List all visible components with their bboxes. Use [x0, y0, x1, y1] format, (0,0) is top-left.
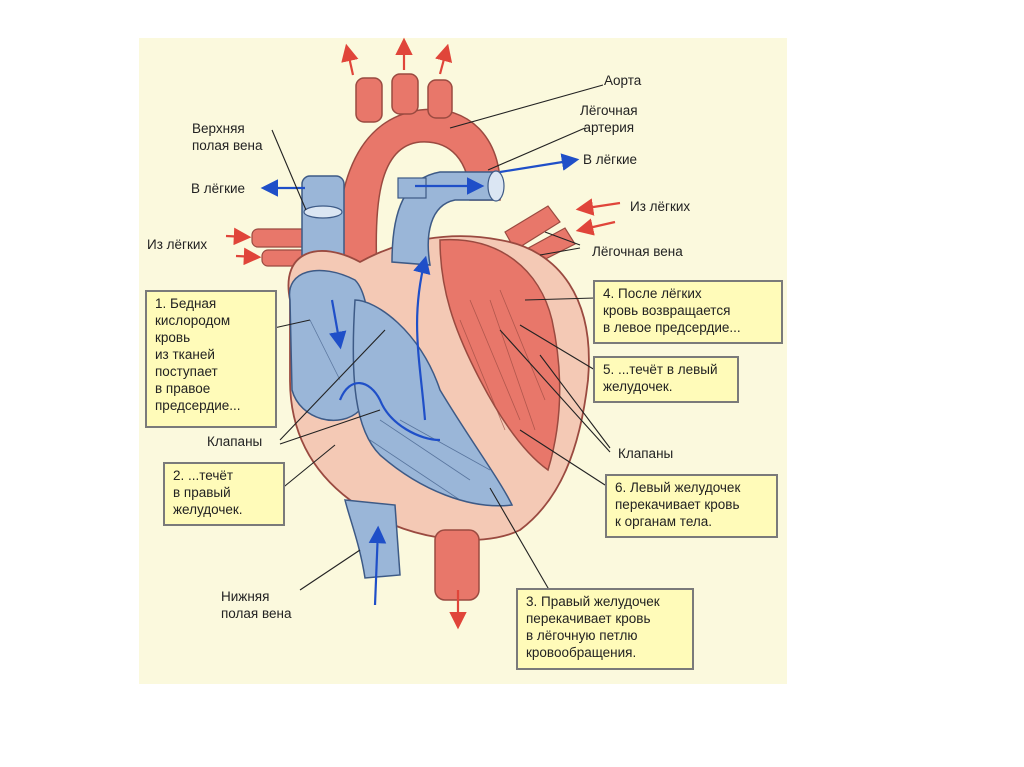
- pulmonary-artery: [391, 170, 505, 266]
- label-inferior-vena-cava: Нижняя полая вена: [221, 589, 292, 621]
- label-from-lungs-right: Из лёгких: [630, 199, 691, 214]
- step-box-6: 6. Левый желудочек перекачивает кровь к …: [605, 474, 778, 538]
- step-box-3: 3. Правый желудочек перекачивает кровь в…: [516, 588, 694, 670]
- label-aorta: Аорта: [604, 73, 642, 88]
- aorta: [336, 73, 502, 291]
- label-valves-left: Клапаны: [207, 434, 263, 449]
- label-superior-vena-cava: Верхняя полая вена: [192, 121, 263, 153]
- label-to-lungs-left: В лёгкие: [191, 181, 246, 196]
- label-from-lungs-left: Из лёгких: [147, 237, 208, 252]
- label-pulmonary-vein: Лёгочная вена: [592, 244, 683, 259]
- label-valves-right: Клапаны: [618, 446, 674, 461]
- label-pulmonary-artery: Лёгочная артерия: [580, 103, 638, 135]
- step-box-4: 4. После лёгких кровь возвращается в лев…: [593, 280, 783, 344]
- descending-aorta: [434, 529, 480, 601]
- step-box-5: 5. ...течёт в левый желудочек.: [593, 356, 739, 403]
- inferior-vena-cava: [344, 499, 401, 579]
- flow-arrows: [225, 37, 621, 630]
- step-box-2: 2. ...течёт в правый желудочек.: [163, 462, 285, 526]
- label-to-lungs-right: В лёгкие: [583, 152, 638, 167]
- heart-body: [287, 235, 590, 541]
- leader-lines: [264, 84, 611, 601]
- step-box-1: 1. Бедная кислородом кровь из тканей пос…: [145, 290, 277, 428]
